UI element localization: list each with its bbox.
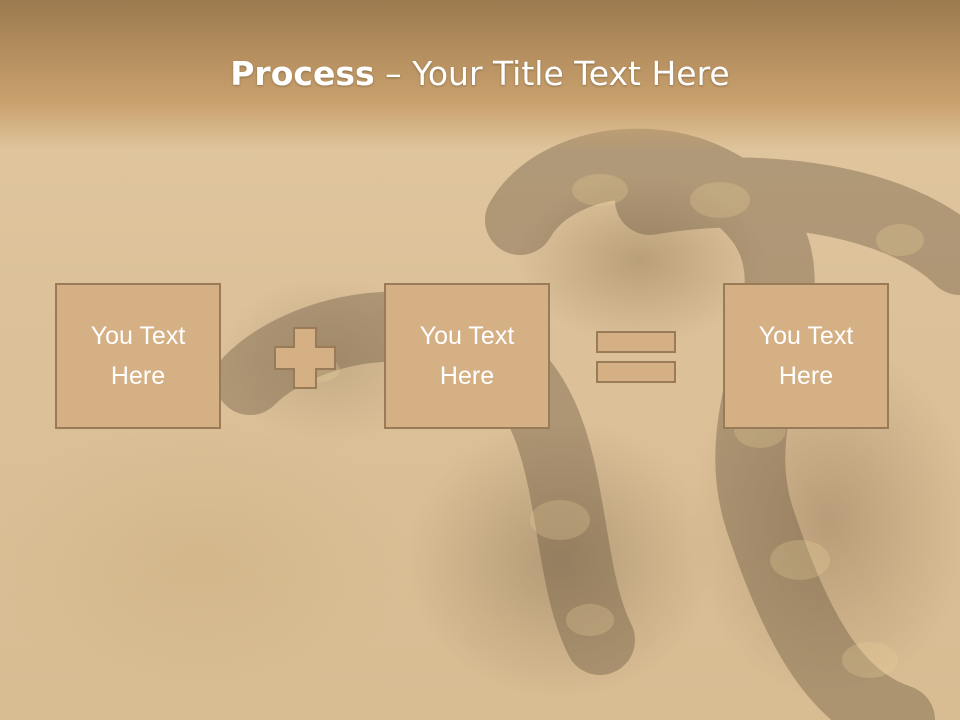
process-box-2-label: You Text Here: [419, 322, 515, 390]
process-box-3-label: You Text Here: [758, 322, 854, 390]
slide-title: Process – Your Title Text Here: [0, 52, 960, 96]
process-box-3[interactable]: You Text Here: [723, 283, 889, 429]
title-bar: [0, 0, 960, 150]
process-box-2[interactable]: You Text Here: [384, 283, 550, 429]
plus-icon: [274, 327, 336, 389]
equals-icon: [596, 331, 676, 383]
process-box-1-label: You Text Here: [90, 322, 186, 390]
title-bold: Process: [230, 54, 375, 93]
process-box-1[interactable]: You Text Here: [55, 283, 221, 429]
title-rest: – Your Title Text Here: [374, 54, 730, 93]
